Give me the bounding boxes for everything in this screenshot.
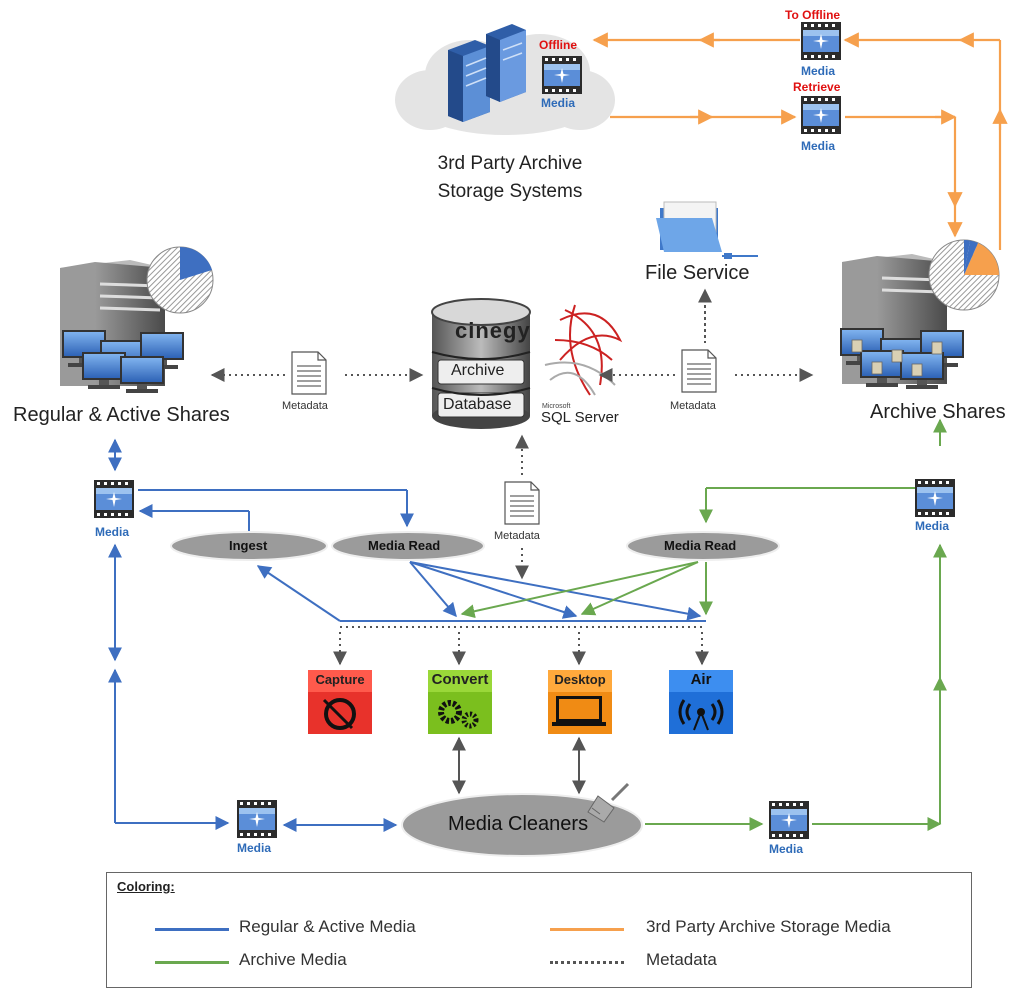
database-icon bbox=[431, 298, 531, 429]
media-bottom-left-icon bbox=[237, 800, 277, 838]
media-right-icon bbox=[915, 479, 955, 517]
metadata-center-doc-icon bbox=[504, 481, 540, 525]
to-offline-label: To Offline bbox=[785, 8, 841, 22]
desktop-icon bbox=[548, 670, 612, 734]
media-right-label: Media bbox=[915, 519, 950, 533]
retrieve-media-icon bbox=[801, 96, 841, 134]
metadata-right-doc-icon bbox=[681, 349, 717, 393]
file-service-label: File Service bbox=[645, 262, 750, 284]
orange-flow bbox=[592, 32, 1008, 250]
retrieve-media-label: Media bbox=[801, 139, 836, 153]
media-read-left-oval: Media Read bbox=[368, 538, 441, 553]
broom-icon bbox=[587, 782, 630, 823]
convert-icon bbox=[428, 670, 492, 734]
cloud-title: 3rd Party Archive Storage Systems bbox=[410, 150, 610, 206]
metadata-center-label: Metadata bbox=[494, 530, 540, 542]
legend-archive-swatch bbox=[155, 961, 229, 964]
cloud-title-line1: 3rd Party Archive bbox=[437, 153, 583, 174]
app-cleaner-flow bbox=[452, 736, 586, 795]
database-brand: cinegy bbox=[455, 318, 531, 343]
convert-label: Convert bbox=[431, 671, 489, 688]
media-left-icon bbox=[94, 480, 134, 518]
metadata-right-label: Metadata bbox=[670, 400, 716, 412]
legend-title: Coloring: bbox=[117, 879, 175, 894]
sql-small-label: Microsoft bbox=[542, 403, 571, 410]
legend-archive: Archive Media bbox=[239, 950, 347, 969]
media-bottom-left-label: Media bbox=[237, 841, 272, 855]
legend-metadata-swatch bbox=[550, 961, 624, 964]
media-left-label: Media bbox=[95, 525, 130, 539]
capture-icon bbox=[308, 670, 372, 734]
cloud-media-icon bbox=[542, 56, 582, 94]
metadata-left-doc-icon bbox=[291, 351, 327, 395]
left-server-label: Regular & Active Shares bbox=[13, 404, 230, 426]
storage-servers-icon bbox=[448, 24, 526, 122]
database-line1: Archive bbox=[451, 362, 505, 379]
folder-icon bbox=[656, 201, 758, 259]
media-cleaners-oval: Media Cleaners bbox=[448, 813, 589, 835]
capture-label: Capture bbox=[315, 672, 365, 687]
legend-third-party: 3rd Party Archive Storage Media bbox=[646, 917, 891, 936]
media-read-right-oval: Media Read bbox=[664, 538, 737, 553]
legend-metadata: Metadata bbox=[646, 950, 717, 969]
air-icon bbox=[669, 670, 733, 734]
metadata-flow bbox=[210, 288, 814, 666]
metadata-left-label: Metadata bbox=[282, 400, 328, 412]
media-bottom-right-icon bbox=[769, 801, 809, 839]
cloud-title-line2: Storage Systems bbox=[437, 181, 583, 202]
air-label: Air bbox=[690, 671, 712, 688]
sql-server-logo bbox=[544, 304, 623, 396]
legend-regular-swatch bbox=[155, 928, 229, 931]
media-bottom-right-label: Media bbox=[769, 842, 804, 856]
right-pie-chart bbox=[928, 239, 1000, 311]
legend-regular: Regular & Active Media bbox=[239, 917, 416, 936]
ingest-oval: Ingest bbox=[229, 538, 268, 553]
legend-third-party-swatch bbox=[550, 928, 624, 931]
desktop-label: Desktop bbox=[554, 672, 606, 687]
green-flow bbox=[460, 418, 947, 831]
blue-flow bbox=[108, 438, 706, 832]
retrieve-label: Retrieve bbox=[793, 80, 841, 94]
ovals bbox=[170, 531, 780, 857]
right-server-label: Archive Shares bbox=[870, 401, 1006, 423]
cloud-media-label: Media bbox=[541, 96, 576, 110]
to-offline-media-icon bbox=[801, 22, 841, 60]
offline-label: Offline bbox=[539, 38, 577, 52]
sql-server-label: SQL Server bbox=[541, 409, 619, 426]
database-line2: Database bbox=[443, 396, 512, 413]
legend: Coloring: Regular & Active Media Archive… bbox=[106, 872, 972, 988]
to-offline-media-label: Media bbox=[801, 64, 836, 78]
left-pie-chart bbox=[146, 246, 214, 314]
